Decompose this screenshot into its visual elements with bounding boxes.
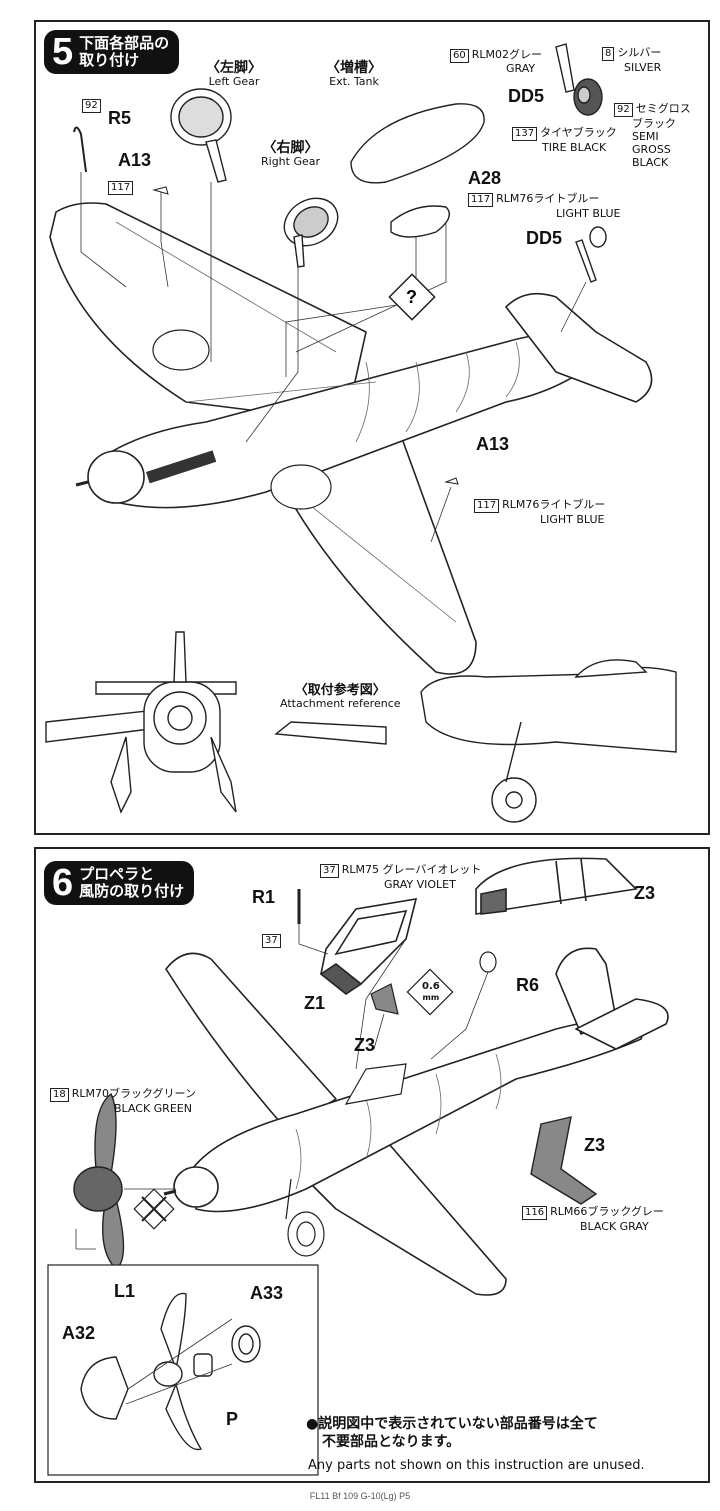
right-gear-en: Right Gear xyxy=(261,155,321,168)
part-dd5-top: DD5 xyxy=(508,86,545,106)
color-name-ja: RLM76ライトブルー xyxy=(496,192,600,205)
color-117-a: 117 xyxy=(108,180,136,195)
color-name-en: GRAY VIOLET xyxy=(384,878,456,891)
color-37-b: 37 xyxy=(262,933,284,948)
step-number: 5 xyxy=(52,31,74,73)
color-name-ja-2: ブラック xyxy=(632,117,676,130)
color-name-ja: RLM76ライトブルー xyxy=(502,498,606,511)
color-code: 117 xyxy=(468,193,494,207)
step-title: プロペラと 風防の取り付け xyxy=(79,866,184,900)
unused-parts-note-ja: ●説明図中で表示されていない部品番号は全て 不要部品となります。 xyxy=(306,1415,598,1451)
step-title-line2: 取り付け xyxy=(79,51,140,69)
color-name-en: BLACK GRAY xyxy=(580,1220,649,1233)
color-name-en-1: SEMI xyxy=(632,130,659,143)
color-code: 137 xyxy=(512,127,538,141)
attach-ref-en: Attachment reference xyxy=(280,697,401,710)
part-a33: A33 xyxy=(250,1283,284,1303)
step5-badge: 5 下面各部品の 取り付け xyxy=(44,30,180,74)
step-title-line1: プロペラと xyxy=(79,865,155,883)
ext-tank-en: Ext. Tank xyxy=(329,75,379,88)
color-code: 116 xyxy=(522,1206,548,1220)
color-name-en-3: BLACK xyxy=(632,156,669,169)
color-code: 117 xyxy=(108,181,134,195)
left-gear-label: 〈左脚〉 Left Gear xyxy=(206,60,262,88)
unused-parts-note-en: Any parts not shown on this instruction … xyxy=(308,1458,645,1473)
color-name-en: LIGHT BLUE xyxy=(556,207,621,220)
color-name-ja: セミグロス xyxy=(635,102,691,115)
left-gear-en: Left Gear xyxy=(208,75,260,88)
part-r6: R6 xyxy=(516,975,540,995)
drill-size-unit: mm xyxy=(422,993,440,1002)
color-name-en: LIGHT BLUE xyxy=(540,513,605,526)
step-title-line1: 下面各部品の xyxy=(79,34,170,52)
color-name-en: SILVER xyxy=(624,61,662,74)
drill-size-value: 0.6 xyxy=(422,981,440,992)
color-name-ja: RLM70ブラックグリーン xyxy=(71,1087,197,1100)
note-ja-line2: 不要部品となります。 xyxy=(322,1434,461,1450)
color-name-ja: シルバー xyxy=(617,46,662,59)
step6-badge: 6 プロペラと 風防の取り付け xyxy=(44,861,195,905)
drill-size: 0.6 mm xyxy=(422,981,440,1003)
color-code: 92 xyxy=(614,103,633,117)
ext-tank-label: 〈増槽〉 Ext. Tank xyxy=(326,60,382,88)
step6-illustration xyxy=(47,857,669,1476)
part-a28: A28 xyxy=(468,168,502,188)
color-name-ja: タイヤブラック xyxy=(540,126,617,139)
color-code: 92 xyxy=(82,99,101,113)
part-p: P xyxy=(226,1409,239,1429)
attach-ref-ja: 〈取付参考図〉 xyxy=(294,683,386,698)
step-title: 下面各部品の 取り付け xyxy=(79,35,169,69)
color-92-a: 92 xyxy=(82,98,104,113)
part-r5: R5 xyxy=(108,108,132,128)
color-code: 117 xyxy=(474,499,500,513)
part-z3-low: Z3 xyxy=(584,1135,606,1155)
part-z3-mid: Z3 xyxy=(354,1035,376,1055)
svg-text:?: ? xyxy=(406,287,417,307)
right-gear-label: 〈右脚〉 Right Gear xyxy=(261,140,321,168)
step5-illustration: ? xyxy=(45,43,677,823)
part-z1: Z1 xyxy=(304,993,326,1013)
step-title-line2: 風防の取り付け xyxy=(79,882,185,900)
color-code: 37 xyxy=(262,934,281,948)
color-code: 37 xyxy=(320,864,339,878)
color-code: 8 xyxy=(602,47,615,61)
right-gear-ja: 〈右脚〉 xyxy=(262,140,319,156)
attach-ref-label: 〈取付参考図〉 Attachment reference xyxy=(280,684,401,710)
ext-tank-ja: 〈増槽〉 xyxy=(326,60,382,76)
part-z3-top: Z3 xyxy=(634,883,656,903)
part-dd5-mid: DD5 xyxy=(526,228,563,248)
color-code: 60 xyxy=(450,49,469,63)
color-60-en: GRAY xyxy=(506,62,536,75)
color-code: 18 xyxy=(50,1088,69,1102)
color-name-en: TIRE BLACK xyxy=(542,141,607,154)
color-name-ja: RLM75 グレーバイオレット xyxy=(341,863,482,876)
part-a32: A32 xyxy=(62,1323,96,1343)
color-name-en: BLACK GREEN xyxy=(114,1102,192,1115)
color-name-en-2: GROSS xyxy=(632,143,671,156)
color-name-ja: RLM02グレー xyxy=(471,48,542,61)
left-gear-ja: 〈左脚〉 xyxy=(206,60,262,76)
part-a13-top: A13 xyxy=(118,150,152,170)
part-r1: R1 xyxy=(252,887,276,907)
color-name-ja: RLM66ブラックグレー xyxy=(550,1205,664,1218)
note-ja-line1: ●説明図中で表示されていない部品番号は全て xyxy=(306,1416,598,1432)
step5-panel: ? 5 下面各部品の 取り付け 〈左脚〉 xyxy=(34,20,710,835)
part-l1: L1 xyxy=(114,1281,136,1301)
step-number: 6 xyxy=(52,862,74,904)
page-footer: FL11 Bf 109 G-10(Lg) P5 xyxy=(309,1491,411,1501)
part-a13-mid: A13 xyxy=(476,434,510,454)
